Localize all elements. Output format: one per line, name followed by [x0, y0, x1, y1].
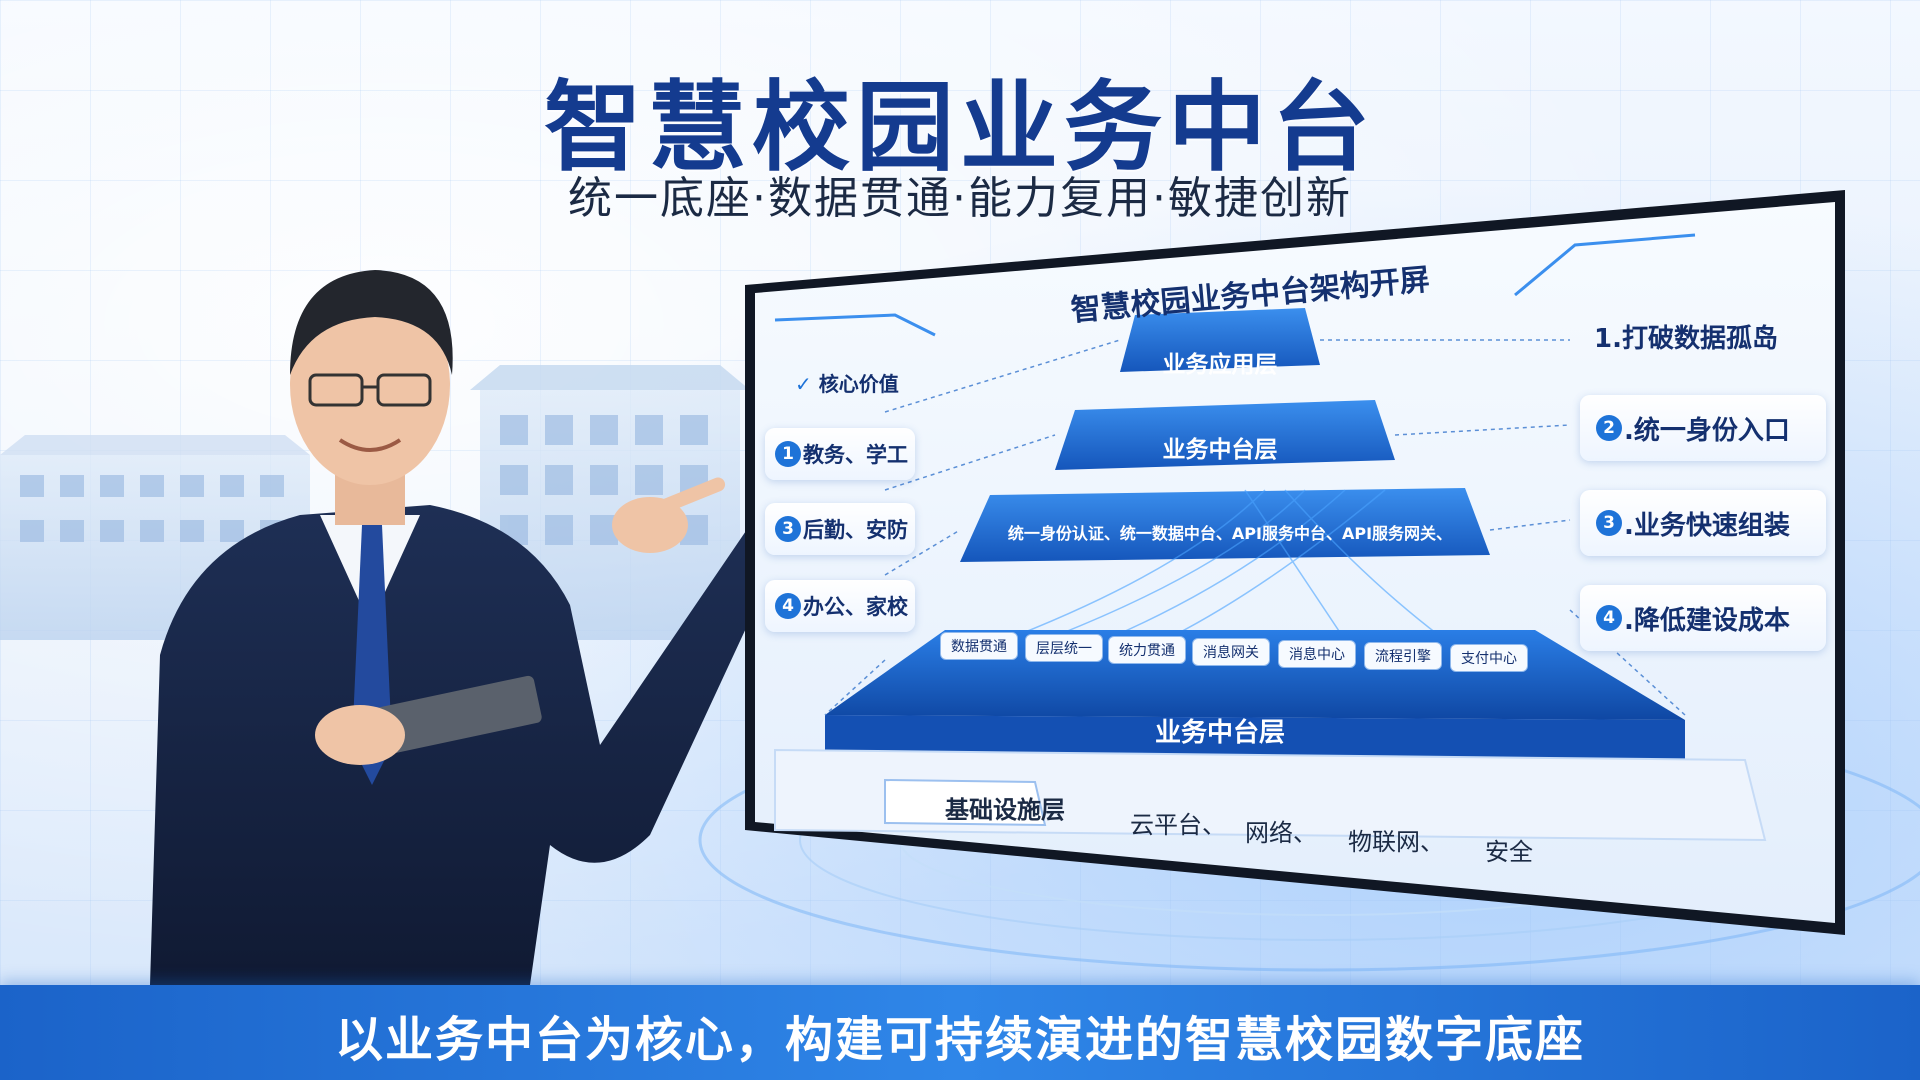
page-subtitle: 统一底座·数据贯通·能力复用·敏捷创新 [568, 173, 1352, 224]
capability-chip: 消息中心 [1278, 640, 1356, 668]
capability-chip: 支付中心 [1450, 644, 1528, 672]
number-badge-icon: 3 [1596, 510, 1622, 536]
capability-chip: 数据贯通 [940, 632, 1018, 660]
number-badge-icon: 2 [1596, 415, 1622, 441]
layer-services: 统一身份认证、统一数据中台、API服务中台、API服务网关、 [1007, 524, 1453, 543]
left-item-academic: 1 教务、学工 [765, 428, 915, 480]
number-badge-icon: 3 [775, 516, 801, 542]
right-item-unified-identity: 2 .统一身份入口 [1580, 395, 1826, 461]
right-item-label: 1.打破数据孤岛 [1594, 323, 1778, 354]
left-item-label: 办公、家校 [803, 595, 908, 619]
infra-item-cloud: 云平台、 [1130, 811, 1226, 839]
left-item-logistics: 3 后勤、安防 [765, 503, 915, 555]
number-badge-icon: 1 [775, 441, 801, 467]
core-value-label: ✓ 核心价值 [795, 368, 899, 397]
capability-chip: 流程引擎 [1364, 642, 1442, 670]
leaf-icon: ✓ [795, 372, 812, 396]
number-badge-icon: 4 [1596, 605, 1622, 631]
left-item-label: 教务、学工 [803, 443, 908, 467]
right-item-label: .统一身份入口 [1624, 415, 1790, 446]
bottom-banner [0, 985, 1920, 1080]
presenter-figure [150, 270, 750, 985]
layer-middle-base: 业务中台层 [1154, 718, 1285, 748]
number-badge-icon: 4 [775, 593, 801, 619]
layer-application: 业务应用层 [1162, 352, 1278, 378]
right-item-label: .降低建设成本 [1624, 605, 1790, 636]
infra-item-security: 安全 [1485, 838, 1533, 866]
right-item-lower-cost: 4 .降低建设成本 [1580, 585, 1826, 651]
right-item-label: .业务快速组装 [1624, 510, 1790, 541]
layer-infrastructure: 基础设施层 [945, 796, 1065, 824]
core-value-text: 核心价值 [818, 372, 899, 396]
layer-middle-top: 业务中台层 [1162, 437, 1278, 463]
right-item-data-silos: 1.打破数据孤岛 [1580, 310, 1804, 362]
infra-item-iot: 物联网、 [1348, 828, 1444, 856]
left-item-office: 4 办公、家校 [765, 580, 915, 632]
capability-chip: 层层统一 [1025, 634, 1103, 662]
right-item-fast-assembly: 3 .业务快速组装 [1580, 490, 1826, 556]
capability-chip: 消息网关 [1192, 638, 1270, 666]
capability-chip: 统力贯通 [1108, 636, 1186, 664]
footer-slogan: 以业务中台为核心，构建可持续演进的智慧校园数字底座 [334, 1012, 1585, 1068]
left-item-label: 后勤、安防 [803, 518, 908, 542]
page-title: 智慧校园业务中台 [543, 71, 1376, 185]
infra-item-network: 网络、 [1245, 819, 1317, 847]
architecture-display-screen [745, 190, 1845, 935]
